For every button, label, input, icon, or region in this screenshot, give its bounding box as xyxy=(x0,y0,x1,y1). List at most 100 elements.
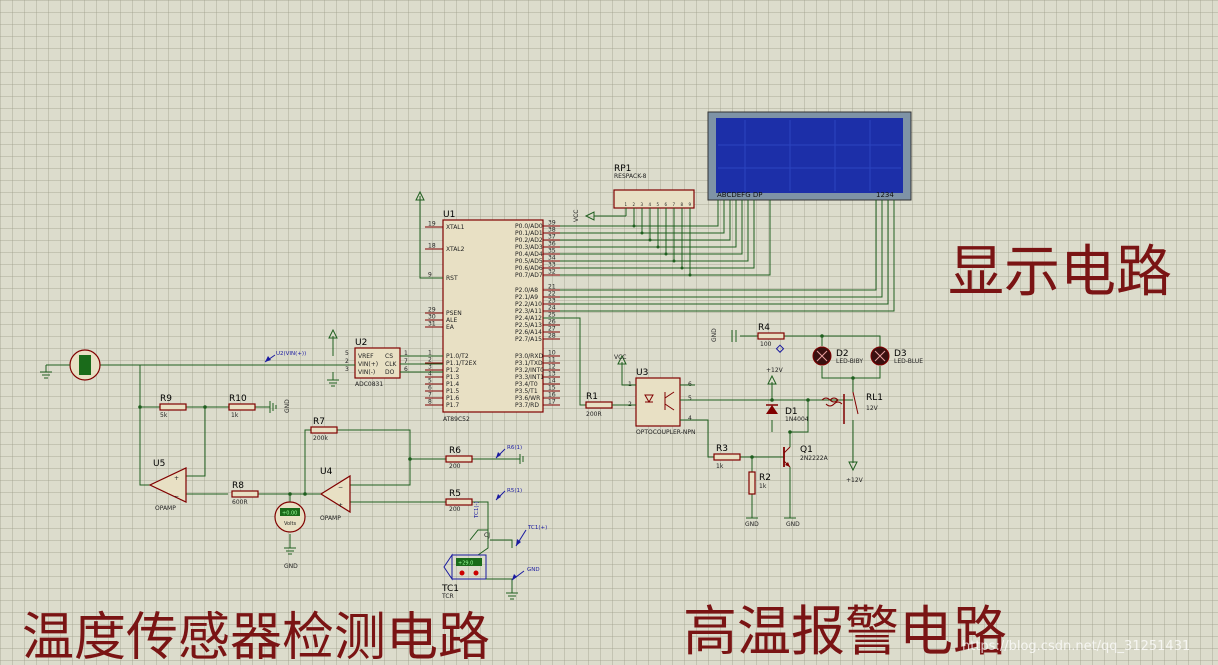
r10-resistor[interactable]: R10 1k xyxy=(228,394,256,419)
u1-pin-name: P2.7/A15 xyxy=(515,336,542,343)
r8-resistor[interactable]: R8 600R xyxy=(231,481,259,506)
d1-diode[interactable]: D1 1N4004 xyxy=(766,404,809,423)
rp1-pin-number: 3 xyxy=(641,202,644,207)
u1-part: AT89C52 xyxy=(443,416,470,423)
u3-vcc-label: VCC xyxy=(614,354,626,361)
r6-probe[interactable]: R6(1) xyxy=(495,445,522,459)
u1-pin-name: P3.7/RD xyxy=(515,402,539,409)
r5-probe-label: R5(1) xyxy=(507,488,522,494)
u1-pin-number: 18 xyxy=(428,243,436,250)
tc1-thermocouple[interactable]: +29.0 CJ TC1 TCR xyxy=(441,529,518,600)
u1-pin-number: 25 xyxy=(548,312,556,319)
gnd-capacitor[interactable]: GND xyxy=(711,328,737,342)
r3-resistor[interactable]: R3 1k xyxy=(713,444,741,470)
svg-text:+: + xyxy=(174,475,179,482)
r1-value: 200R xyxy=(586,411,602,418)
d3-part: LED-BLUE xyxy=(894,358,923,365)
u1-pin-name: P2.4/A12 xyxy=(515,315,542,322)
watermark: https://blog.csdn.net/qq_31251431 xyxy=(962,639,1190,654)
u3-ref: U3 xyxy=(636,368,648,378)
u1-pin-name: P2.5/A13 xyxy=(515,322,542,329)
u1-pin-name: P1.1/T2EX xyxy=(446,360,477,367)
input-source[interactable] xyxy=(40,349,101,381)
u1-pin-name: P1.0/T2 xyxy=(446,353,469,360)
u1-pin-number: 22 xyxy=(548,291,556,298)
r1-resistor[interactable]: R1 200R xyxy=(585,392,613,418)
u5-ref: U5 xyxy=(153,459,165,469)
gnd-probe-label: GND xyxy=(527,567,540,573)
u1-pin-name: P2.0/A8 xyxy=(515,287,538,294)
u1-pin-number: 24 xyxy=(548,305,556,312)
u2-pin-number: 2 xyxy=(345,358,349,365)
rp1-pin-number: 4 xyxy=(649,202,652,207)
u1-pin-number: 35 xyxy=(548,248,556,255)
rp1-pin-number: 5 xyxy=(657,202,660,207)
r5-ref: R5 xyxy=(449,489,461,499)
tc1-pos-probe-label: TC1(+) xyxy=(527,525,547,531)
u5-opamp[interactable]: + − U5 OPAMP xyxy=(148,459,187,512)
r2-gnd-label: GND xyxy=(745,521,759,528)
u1-pin-number: 1 xyxy=(428,350,432,357)
d1-ref: D1 xyxy=(785,407,798,417)
u1-pin-name: ALE xyxy=(446,317,457,324)
u1-pin-name: XTAL1 xyxy=(446,224,465,231)
u1-pin-name: P1.3 xyxy=(446,374,459,381)
u1-pin-name: P0.4/AD4 xyxy=(515,251,543,258)
u2-pin-name: CS xyxy=(385,353,393,360)
u1-pin-number: 38 xyxy=(548,227,556,234)
tc1-display: +29.0 xyxy=(458,561,473,567)
u1-pin-number: 33 xyxy=(548,262,556,269)
u1-pin-number: 4 xyxy=(428,371,432,378)
u1-pin-number: 12 xyxy=(548,364,556,371)
rp1-part: RESPACK-8 xyxy=(614,173,647,180)
u1-pin-number: 30 xyxy=(428,314,436,321)
u1-pin-name: P0.5/AD5 xyxy=(515,258,543,265)
rp1-respack[interactable]: RP1 RESPACK-8 VCC xyxy=(573,164,695,277)
rp1-ref: RP1 xyxy=(614,164,631,174)
lcd-module[interactable]: ABCDEFG DP 1234 xyxy=(707,111,912,201)
u3-optocoupler[interactable]: U3 OPTOCOUPLER-NPN 1 2 6 5 4 xyxy=(628,368,695,436)
u4-opamp[interactable]: − + U4 OPAMP xyxy=(319,467,351,522)
rp1-pin-number: 8 xyxy=(681,202,684,207)
r4-value: 100 xyxy=(760,341,772,348)
r7-resistor[interactable]: R7 200k xyxy=(310,417,338,442)
u2-wires xyxy=(100,328,443,387)
r10-gnd-label: GND xyxy=(284,399,291,413)
r10-ref: R10 xyxy=(229,394,247,404)
u2-pin-number: 3 xyxy=(345,366,349,373)
u2-pin-number: 5 xyxy=(345,350,349,357)
u1-pin-name: P0.7/AD7 xyxy=(515,272,543,279)
voltmeter[interactable]: +0.00 Volts GND xyxy=(274,501,306,570)
r9-resistor[interactable]: R9 5k xyxy=(159,394,187,419)
u1-pin-name: P3.0/RXD xyxy=(515,353,543,360)
rl1-relay[interactable]: RL1 12V xyxy=(821,391,883,424)
gnd-probe[interactable]: GND xyxy=(511,567,540,581)
u1-pin-name: P0.6/AD6 xyxy=(515,265,543,272)
r9-ref: R9 xyxy=(160,394,172,404)
q1-transistor[interactable]: Q1 2N2222A GND xyxy=(783,445,829,528)
u1-pin-name: P1.7 xyxy=(446,402,459,409)
tc1-tag: CJ xyxy=(484,532,490,539)
u4-ref: U4 xyxy=(320,467,333,477)
r6-resistor[interactable]: R6 200 xyxy=(445,446,473,470)
r4-ref: R4 xyxy=(758,323,770,333)
u4-part: OPAMP xyxy=(320,515,341,522)
u1-pin-name: P3.4/T0 xyxy=(515,381,538,388)
u1-pin-name: P2.1/A9 xyxy=(515,294,538,301)
r4-resistor[interactable]: R4 100 xyxy=(757,323,785,353)
u1-pin-number: 26 xyxy=(548,319,556,326)
r8-value: 600R xyxy=(232,499,248,506)
r5-resistor[interactable]: R5 200 xyxy=(445,489,473,513)
u2-pin-number: 7 xyxy=(404,358,408,365)
u5-part: OPAMP xyxy=(155,505,176,512)
u1-pin-name: P3.3/INT1 xyxy=(515,374,544,381)
u2-probe[interactable]: U2(VIN(+)) xyxy=(264,351,306,363)
d3-led[interactable]: D3 LED-BLUE xyxy=(870,346,923,366)
r5-probe[interactable]: R5(1) xyxy=(495,488,522,501)
d2-led[interactable]: D2 LED-BIBY xyxy=(812,346,863,366)
tc1-pos-probe[interactable]: TC1(+) xyxy=(515,525,547,547)
r2-resistor[interactable]: R2 1k GND xyxy=(745,471,771,528)
